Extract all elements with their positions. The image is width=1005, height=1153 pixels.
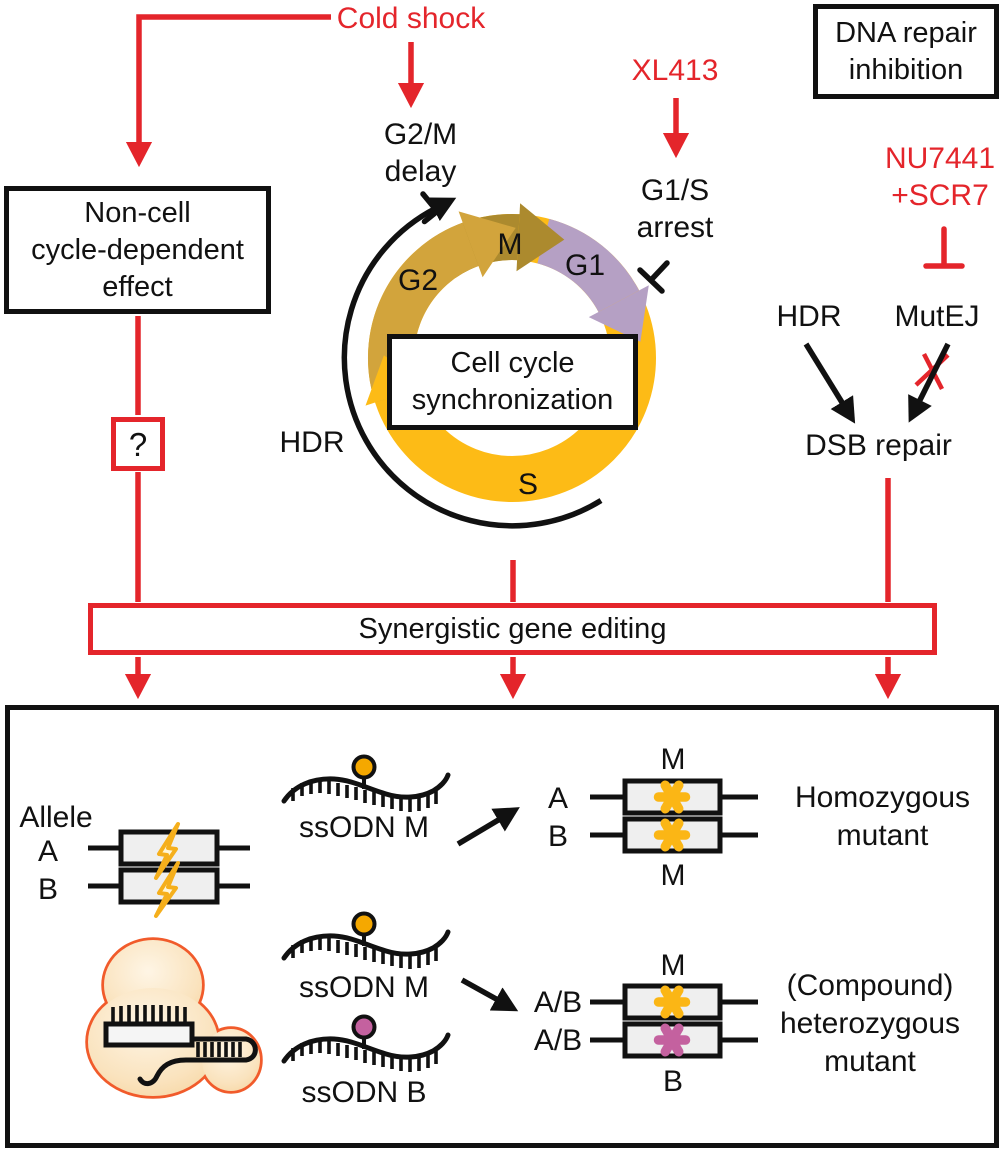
to-heterozygous-arrow xyxy=(460,977,519,1012)
cell-icon xyxy=(85,937,263,1099)
result-a-label: A xyxy=(547,782,568,815)
cold-shock-label: Cold shock xyxy=(336,2,486,35)
cold-shock-left-arrow xyxy=(125,14,331,168)
hdr-to-dsb-arrow xyxy=(803,342,856,424)
homozygous-construct xyxy=(590,778,758,854)
g2m-delay-label: G2/M delay xyxy=(383,118,458,188)
hdr-cycle-arrow xyxy=(341,197,603,529)
lightning-bolt-icon xyxy=(154,822,180,918)
phase-g2-label: G2 xyxy=(397,264,439,297)
heterozygous-mutant-label: (Compound) heterozygous mutant xyxy=(779,969,961,1078)
result-ab-top-label: A/B xyxy=(533,986,583,1019)
xl413-label: XL413 xyxy=(631,54,719,87)
result-b-label: B xyxy=(547,820,568,853)
ssodn-m2-icon xyxy=(284,911,448,970)
nu7441-scr7-label: NU7441 +SCR7 xyxy=(884,142,996,212)
g1s-arrest-label: G1/S arrest xyxy=(636,174,714,244)
cell-cycle-sync-box: Cell cycle synchronization xyxy=(387,334,638,430)
mutation-b-label: B xyxy=(662,1065,683,1098)
mutej-pathway-label: MutEJ xyxy=(894,300,980,333)
outcomes-panel xyxy=(5,705,999,1148)
hdr-cycle-label: HDR xyxy=(279,426,345,459)
mutation-m-bottom-label: M xyxy=(660,859,686,892)
non-cell-effect-box: Non-cell cycle-dependent effect xyxy=(4,186,271,314)
allele-b-label: B xyxy=(37,873,58,906)
synergistic-gene-editing-box: Synergistic gene editing xyxy=(88,603,937,655)
ssodn-m-icon xyxy=(284,754,448,813)
to-homozygous-arrow xyxy=(456,807,520,847)
ssodn-m2-label: ssODN M xyxy=(299,971,429,1004)
allele-label: Allele xyxy=(19,801,93,834)
g2m-inhibition-bar-icon xyxy=(420,191,453,225)
hdr-pathway-label: HDR xyxy=(776,300,842,333)
ssodn-m-label: ssODN M xyxy=(299,811,429,844)
g1s-inhibition-bar-icon xyxy=(637,260,670,294)
mutation-m-top-label: M xyxy=(660,743,686,776)
allele-a-label: A xyxy=(37,835,58,868)
mutej-to-dsb-arrow xyxy=(908,342,951,423)
homozygous-mutant-label: Homozygous mutant xyxy=(794,781,971,852)
phase-s-label: S xyxy=(517,468,538,501)
result-ab-bottom-label: A/B xyxy=(533,1024,583,1057)
question-mark-box: ? xyxy=(111,417,165,471)
ssodn-b-label: ssODN B xyxy=(301,1076,427,1109)
dsb-repair-label: DSB repair xyxy=(805,429,952,462)
mutation-m2-label: M xyxy=(660,949,686,982)
phase-m-label: M xyxy=(497,228,523,261)
nu7441-inhibition-bar-icon xyxy=(923,226,965,269)
phase-g1-label: G1 xyxy=(564,249,606,282)
ssodn-b-icon xyxy=(284,1014,448,1073)
cas9-rnp-icon xyxy=(103,1005,258,1086)
dna-repair-inhibition-box: DNA repair inhibition xyxy=(813,4,999,99)
